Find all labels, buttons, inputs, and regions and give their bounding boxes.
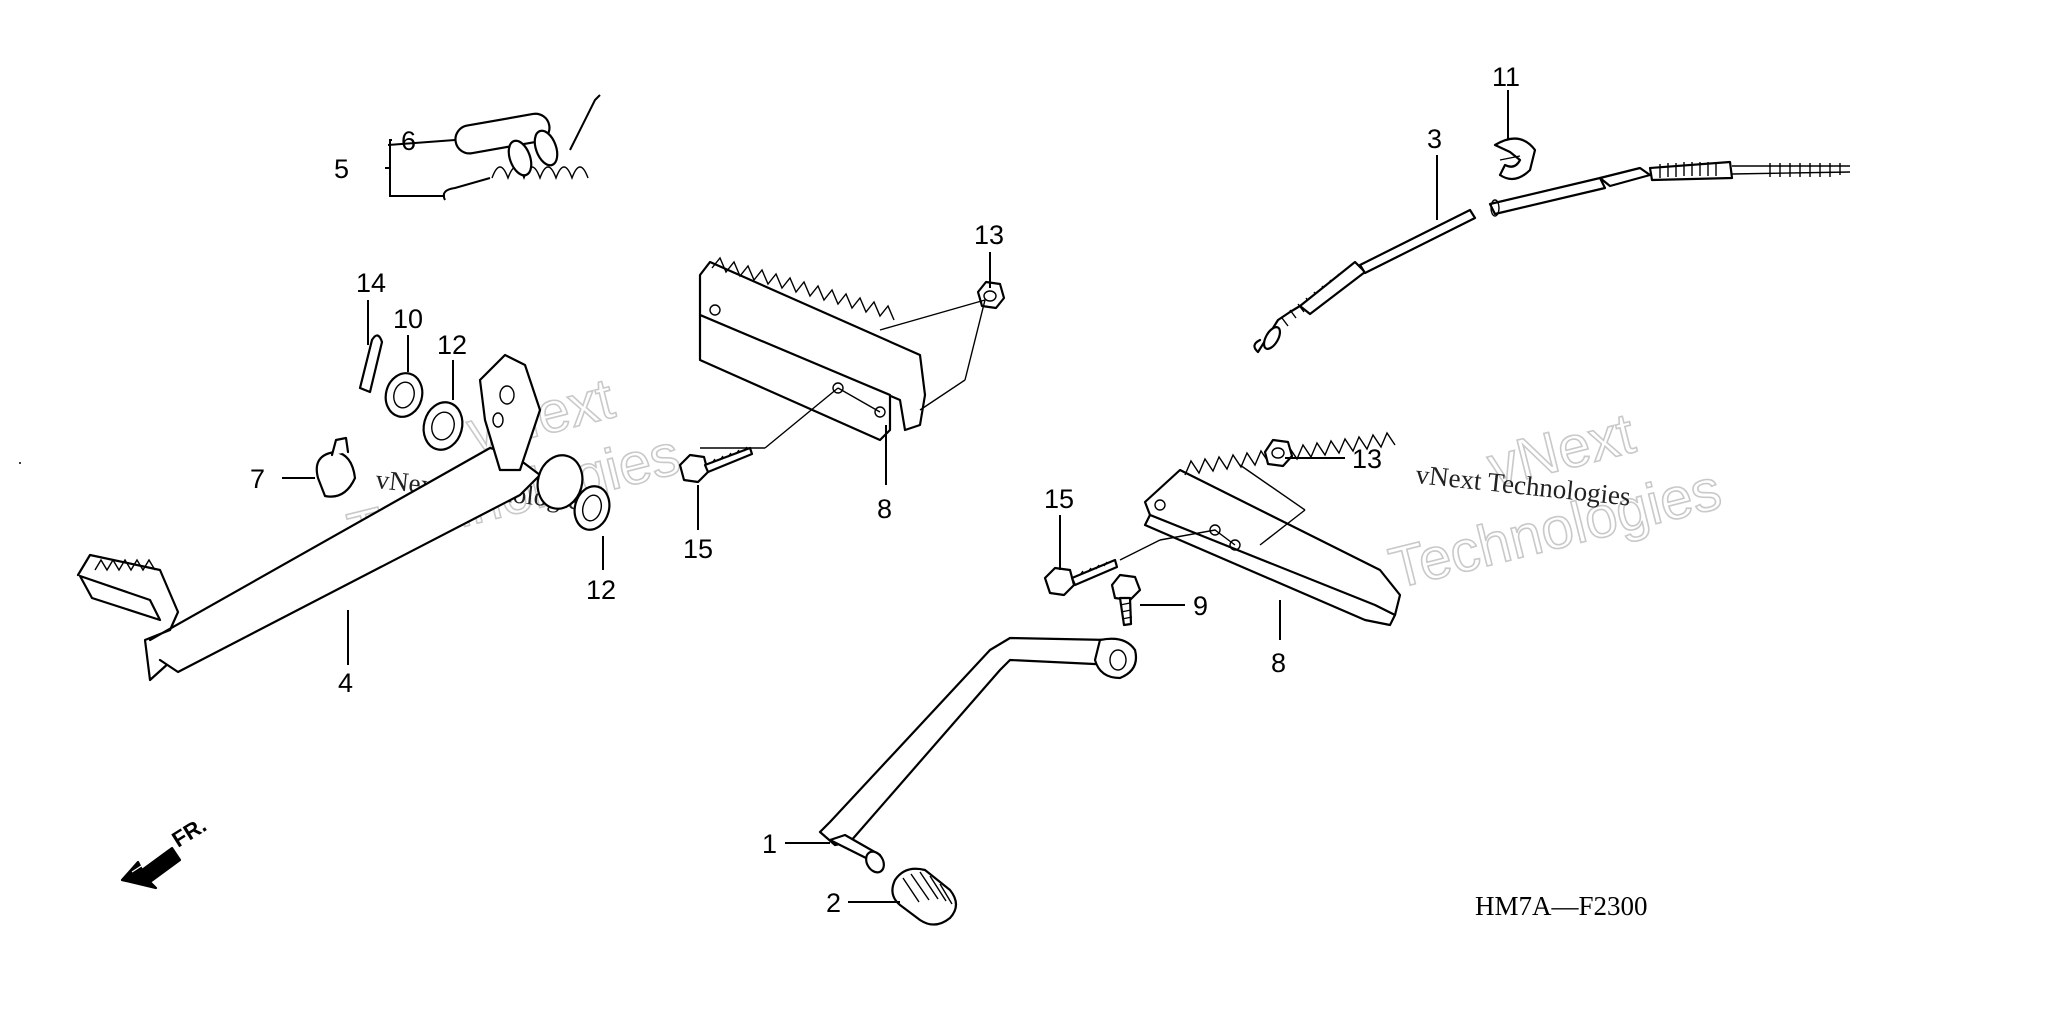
- brake-cable: [1253, 160, 1851, 354]
- callout-15-upper: 15: [683, 534, 713, 564]
- callout-11: 11: [1492, 62, 1520, 92]
- callout-7: 7: [250, 464, 265, 494]
- callout-2: 2: [826, 888, 841, 918]
- diagram-code: HM7A—F2300: [1475, 891, 1648, 921]
- front-direction-arrow: FR.: [120, 812, 211, 890]
- nut-13-lower: [1263, 438, 1294, 468]
- callout-13-lower: 13: [1352, 444, 1382, 474]
- footpeg-right: [1143, 431, 1402, 627]
- bolt-15-lower: [1043, 558, 1119, 597]
- bolt-9: [1110, 573, 1142, 627]
- callout-8-right: 8: [1271, 648, 1286, 678]
- callout-5: 5: [334, 154, 349, 184]
- gearshift-rubber: [891, 867, 958, 926]
- cable-clip: [1493, 137, 1537, 181]
- callout-9: 9: [1193, 591, 1208, 621]
- speck: [19, 462, 21, 464]
- washer-12-lower: [573, 485, 611, 531]
- leader-lines: [282, 90, 1509, 903]
- callout-13-upper: 13: [974, 220, 1004, 250]
- footpeg-left: [698, 256, 927, 442]
- washer-10: [384, 372, 424, 418]
- callout-6: 6: [401, 126, 416, 156]
- washer-12-upper: [422, 401, 464, 451]
- cotter-pin: [358, 334, 384, 394]
- callout-8-left: 8: [877, 494, 892, 524]
- callout-3: 3: [1427, 124, 1442, 154]
- callout-labels: 6 5 14 10 12 7 4 12 15 8 13 11 3 13 15 9…: [250, 62, 1520, 918]
- callout-10: 10: [393, 304, 423, 334]
- front-direction-label: FR.: [167, 812, 210, 852]
- cap-nut: [315, 436, 357, 498]
- bolt-15-upper: [678, 446, 754, 484]
- gearshift-pedal: [818, 636, 1138, 874]
- callout-4: 4: [338, 668, 353, 698]
- callout-14: 14: [356, 268, 386, 298]
- callout-15-lower: 15: [1044, 484, 1074, 514]
- brake-pedal: [76, 353, 584, 682]
- spring-and-collar: [442, 94, 601, 201]
- callout-12-lower: 12: [586, 575, 616, 605]
- callout-1: 1: [762, 829, 777, 859]
- callout-12-upper: 12: [437, 330, 467, 360]
